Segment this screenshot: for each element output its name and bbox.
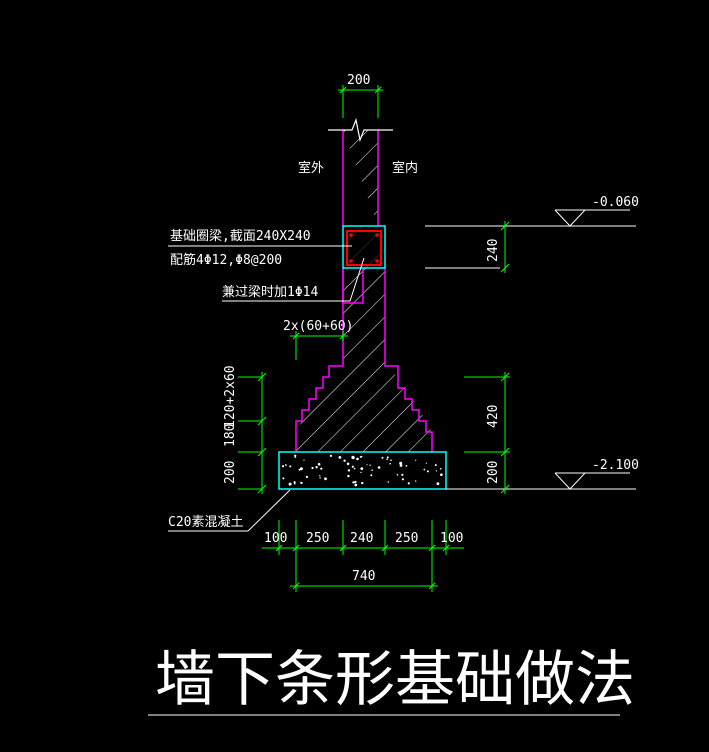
dim-left-step: 120+2x60 <box>223 365 238 428</box>
level-top-label: -0.060 <box>592 195 639 210</box>
dim-bottom-segment: 100 <box>440 531 463 546</box>
bottom-dim-labels: 100 250 240 250 100 <box>264 531 463 546</box>
note-concrete: C20素混凝土 <box>168 514 243 530</box>
rebar-dot <box>349 259 353 263</box>
dim-bottom-segment: 250 <box>395 531 418 546</box>
rebar-dot <box>375 233 379 237</box>
foundation-body <box>295 130 433 452</box>
label-inside: 室内 <box>392 160 418 176</box>
rebar-dot <box>375 259 379 263</box>
label-outside: 室外 <box>298 160 324 176</box>
level-marker-top <box>554 209 587 227</box>
dimensions <box>238 85 510 592</box>
dim-bottom-segment: 240 <box>350 531 373 546</box>
note-step: 2x(60+60) <box>283 319 353 334</box>
foundation-hatch <box>296 130 432 452</box>
level-marker-bottom <box>554 472 587 490</box>
footing-left-outline <box>295 268 344 452</box>
dim-footing-height: 420 <box>486 405 501 428</box>
wall-lower-left <box>342 268 364 304</box>
ring-beam <box>342 225 386 269</box>
dim-bottom-segment: 250 <box>306 531 329 546</box>
level-bottom-label: -2.100 <box>592 458 639 473</box>
level-lines <box>425 209 636 490</box>
note-ring-beam-1: 基础圈梁,截面240X240 <box>170 229 311 244</box>
dim-bottom-segment: 100 <box>264 531 287 546</box>
drawing-title: 墙下条形基础做法 <box>155 645 635 715</box>
note-lintel: 兼过梁时加1Φ14 <box>222 285 318 300</box>
ring-beam-hatch <box>343 226 385 268</box>
footing-right-outline <box>384 268 433 452</box>
dim-left-180: 180 <box>223 424 238 447</box>
dim-left-200: 200 <box>223 461 238 484</box>
dim-top-width: 200 <box>347 73 370 88</box>
stirrup <box>346 230 382 266</box>
dim-total: 740 <box>352 569 375 584</box>
concrete-speckles <box>282 454 443 487</box>
break-line <box>328 117 393 143</box>
dim-beam-height: 240 <box>486 239 501 262</box>
concrete-base <box>278 451 447 490</box>
rebar-dot <box>349 233 353 237</box>
dim-base-height-right: 200 <box>486 461 501 484</box>
leaders <box>168 245 365 532</box>
note-ring-beam-2: 配筋4Φ12,Φ8@200 <box>170 252 282 268</box>
